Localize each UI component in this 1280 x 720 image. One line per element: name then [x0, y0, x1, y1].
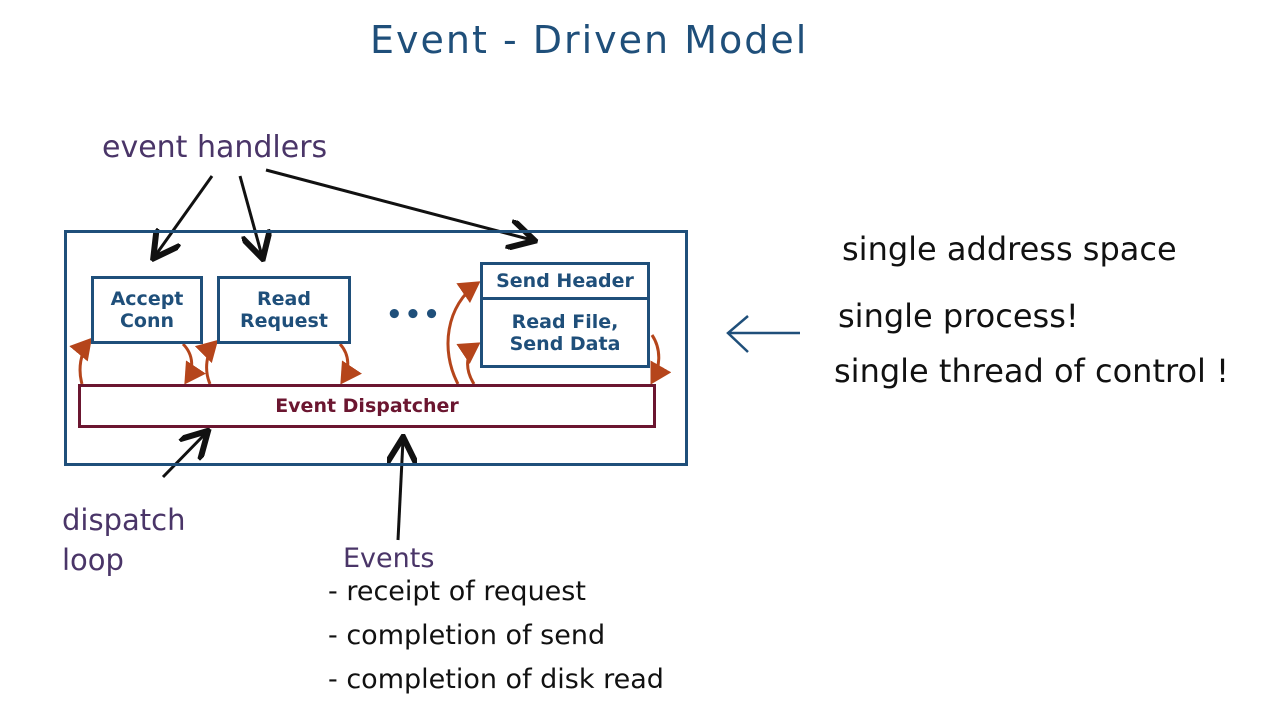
- note-address-space: single address space: [842, 230, 1177, 268]
- read-file-send-data-handler: Read File, Send Data: [480, 297, 650, 368]
- handler-arrow-accept: [155, 175, 214, 256]
- read-request-handler: Read Request: [217, 276, 351, 344]
- event-handlers-label: event handlers: [102, 130, 328, 165]
- notes-arrow-head: [726, 315, 749, 353]
- handler-arrow-send: [265, 168, 532, 240]
- event-item: - receipt of request: [328, 576, 586, 607]
- loop-arrow-send-up-inner: [456, 342, 481, 385]
- loop-arrow-accept-up: [69, 337, 92, 385]
- events-arrow: [398, 440, 403, 541]
- event-item: - completion of disk read: [328, 664, 664, 695]
- page-title: Event - Driven Model: [370, 18, 809, 62]
- dispatch-loop-arrow: [161, 433, 206, 479]
- event-dispatcher: Event Dispatcher: [78, 384, 656, 428]
- note-thread: single thread of control !: [834, 352, 1229, 390]
- event-item: - completion of send: [328, 620, 606, 651]
- loop-arrow-send-down: [650, 334, 672, 385]
- dispatch-loop-label: dispatch loop: [62, 503, 186, 577]
- handler-arrow-read: [238, 175, 262, 256]
- loop-arrow-read-up: [194, 339, 219, 385]
- send-header-handler: Send Header: [480, 262, 650, 300]
- events-label: Events: [343, 543, 435, 574]
- process-boundary-box: [64, 230, 688, 466]
- note-process: single process!: [838, 297, 1079, 335]
- accept-conn-handler: Accept Conn: [91, 276, 203, 344]
- more-handlers-ellipsis: •••: [386, 300, 442, 330]
- loop-arrow-read-down: [338, 342, 362, 385]
- loop-arrow-send-up-outer: [446, 281, 481, 385]
- loop-arrow-accept-down: [181, 342, 206, 385]
